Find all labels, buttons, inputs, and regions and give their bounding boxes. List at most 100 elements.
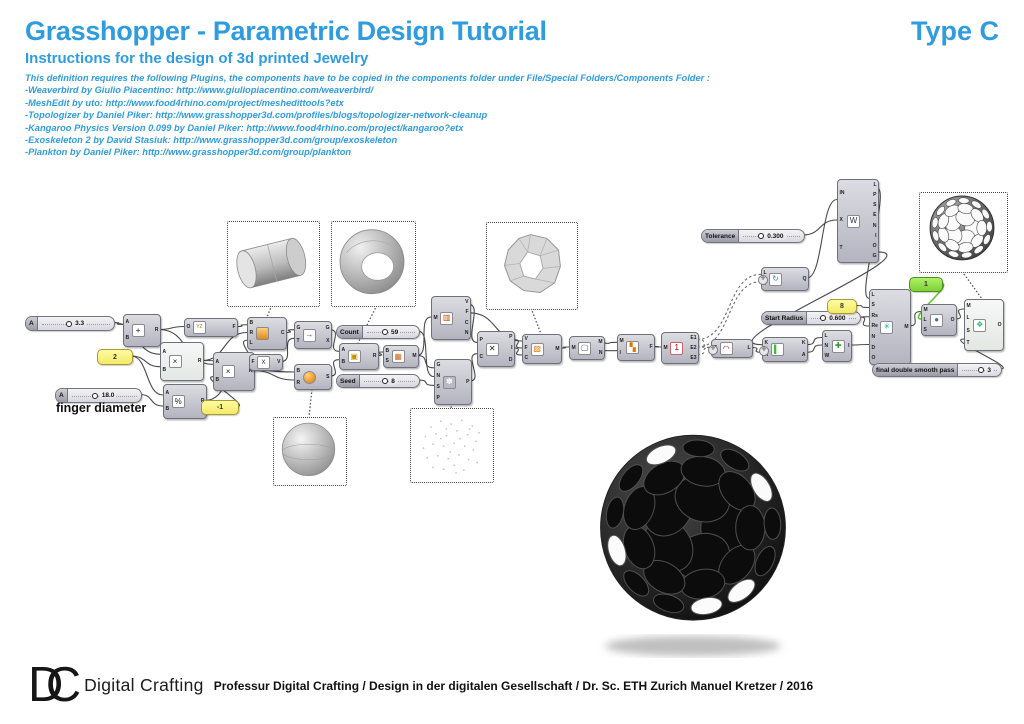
panel[interactable]: 1 [909, 277, 943, 292]
panel[interactable]: -1 [201, 400, 239, 415]
slider-track[interactable]: 18.0 [68, 389, 141, 402]
port-r[interactable]: R [372, 353, 377, 359]
port-s[interactable]: S [436, 384, 440, 390]
port-d[interactable]: D [508, 356, 513, 363]
port-k[interactable]: K [801, 340, 806, 347]
port-o[interactable]: O [872, 243, 877, 250]
port-d[interactable]: D [871, 344, 876, 351]
port-f[interactable]: F [524, 345, 528, 352]
arc-component[interactable]: ✛C◠L [708, 339, 753, 358]
port-v[interactable]: V [277, 359, 281, 365]
panel[interactable]: 2 [97, 349, 133, 365]
port-r[interactable]: R [249, 329, 254, 336]
port-r[interactable]: R [154, 327, 159, 333]
port-i[interactable]: I [875, 232, 877, 239]
port-n[interactable]: N [824, 342, 829, 349]
panel[interactable]: 8 [827, 299, 857, 314]
port-c[interactable]: C [464, 319, 469, 326]
port-a[interactable]: A [801, 351, 806, 358]
port-r[interactable]: R [248, 368, 253, 374]
port-b[interactable]: B [341, 359, 346, 366]
port-o[interactable]: O [871, 355, 876, 362]
port-b[interactable]: B [125, 334, 130, 341]
port-l[interactable]: L [763, 270, 767, 276]
port-f[interactable]: F [465, 309, 469, 316]
port-g[interactable]: G [872, 253, 877, 260]
port-m[interactable]: M [433, 314, 438, 321]
port-f[interactable]: F [649, 344, 653, 350]
port-l[interactable]: L [824, 332, 828, 339]
port-m[interactable]: M [598, 339, 603, 345]
port-f[interactable]: F [251, 359, 255, 365]
port-e[interactable]: E [873, 212, 877, 219]
port-b[interactable]: B [385, 347, 390, 354]
port-s[interactable]: S [923, 326, 927, 333]
port-n[interactable]: N [464, 330, 469, 337]
port-m[interactable]: M [923, 306, 928, 313]
port-l[interactable]: L [873, 181, 877, 188]
port-n[interactable]: N [871, 334, 876, 341]
port-m[interactable]: M [619, 337, 624, 344]
port-o[interactable]: O [997, 321, 1002, 328]
port-m[interactable]: M [966, 302, 971, 309]
slider-track[interactable]: 3 [958, 364, 1001, 376]
spring-component[interactable]: ✛KA▍KA [759, 337, 808, 362]
port-e3[interactable]: E3 [690, 354, 697, 361]
slider-track[interactable]: 59 [363, 326, 419, 338]
slider-track[interactable]: 3.3 [38, 317, 114, 330]
port-g[interactable]: G [296, 325, 301, 331]
port-l[interactable]: L [923, 316, 927, 323]
port-s[interactable]: S [871, 302, 875, 309]
port-t[interactable]: T [839, 244, 843, 251]
port-s[interactable]: S [326, 373, 330, 380]
port-l[interactable]: L [966, 315, 970, 322]
port-k[interactable]: K [764, 340, 769, 347]
slider-knob[interactable] [757, 233, 764, 239]
port-v[interactable]: V [524, 336, 528, 343]
port-i[interactable]: I [511, 345, 513, 352]
port-m[interactable]: M [904, 323, 909, 330]
port-p[interactable]: P [466, 378, 470, 385]
port-t[interactable]: T [966, 340, 970, 347]
slider-knob[interactable] [977, 367, 984, 373]
port-m[interactable]: M [555, 345, 560, 352]
port-p[interactable]: P [479, 337, 483, 343]
slider-knob[interactable] [381, 329, 388, 335]
port-c[interactable]: C [524, 354, 529, 361]
port-g[interactable]: G [325, 325, 330, 331]
port-b[interactable]: B [249, 319, 254, 326]
port-rs[interactable]: Rs [871, 312, 878, 319]
port-a[interactable]: A [125, 319, 130, 326]
port-x[interactable]: X [839, 217, 843, 224]
port-s[interactable]: S [385, 358, 389, 365]
port-l[interactable]: L [871, 291, 875, 298]
port-s[interactable]: S [966, 327, 970, 334]
slider-knob[interactable] [65, 320, 72, 327]
slider-track[interactable]: 0.300 [739, 230, 804, 242]
topologizer-component[interactable]: ✛LT↻Q [758, 267, 809, 291]
slider-knob[interactable] [381, 378, 388, 384]
port-b[interactable]: B [215, 377, 220, 384]
port-q[interactable]: Q [802, 275, 807, 282]
port-w[interactable]: W [824, 352, 830, 359]
